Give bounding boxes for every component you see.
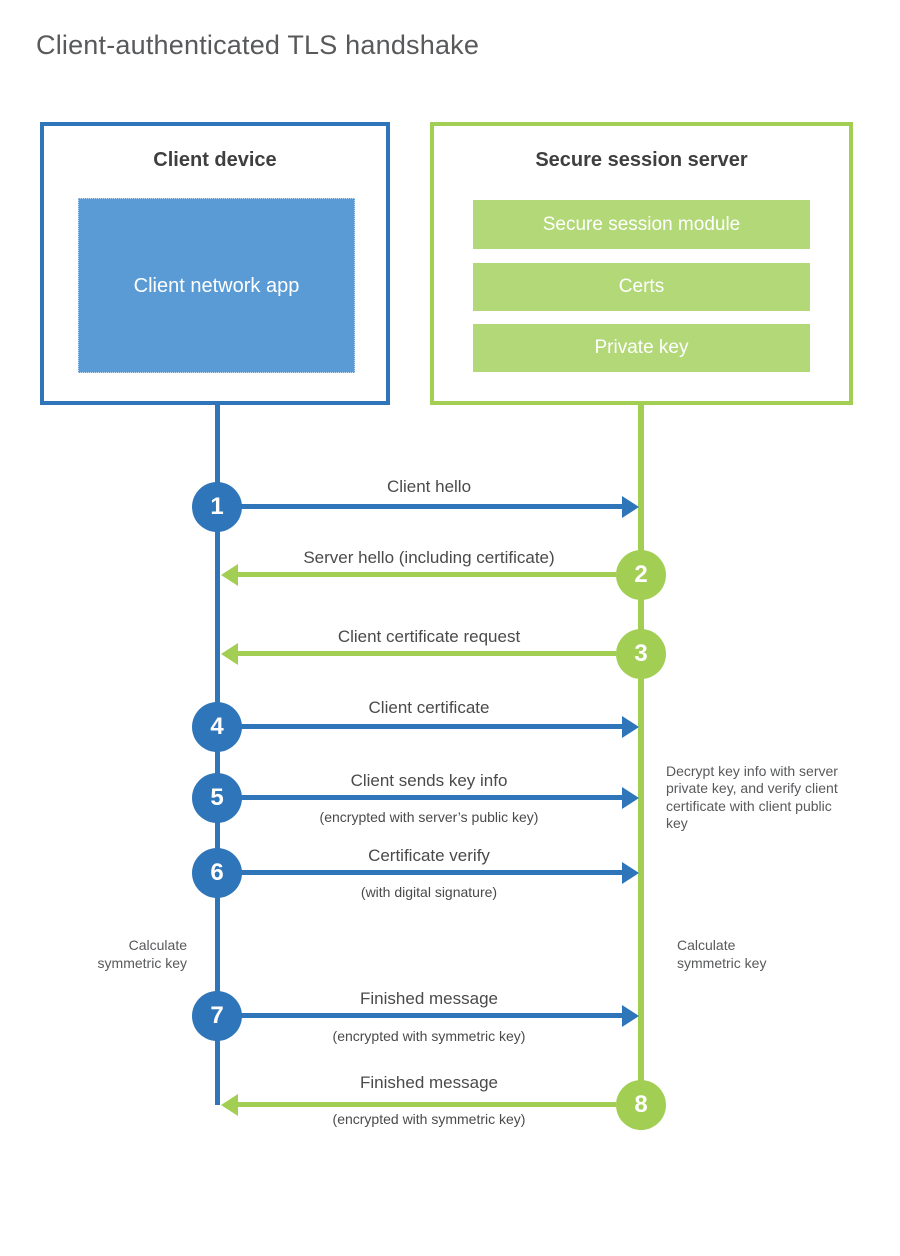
step-sublabel: (encrypted with symmetric key) <box>332 1028 526 1044</box>
arrow-left-icon <box>238 1102 616 1107</box>
step-label: Certificate verify <box>368 846 490 865</box>
secure-session-server-title: Secure session server <box>535 149 748 171</box>
arrow-right-icon <box>240 1013 622 1018</box>
step-label: Client certificate request <box>337 627 521 646</box>
step-number-badge: 8 <box>616 1080 666 1130</box>
step-number-badge: 7 <box>192 991 242 1041</box>
step-sublabel: (with digital signature) <box>360 884 498 900</box>
step-label: Client certificate <box>368 698 490 717</box>
server-module-certs: Certs <box>473 263 810 311</box>
client-network-app-label: Client network app <box>133 274 300 297</box>
step-number-badge: 3 <box>616 629 666 679</box>
step-label: Finished message <box>360 1073 498 1092</box>
client-device-title: Client device <box>153 149 277 171</box>
decrypt-note: Decrypt key info with server private key… <box>666 763 838 832</box>
step-number-badge: 6 <box>192 848 242 898</box>
server-lifeline <box>638 405 644 1130</box>
arrow-right-icon <box>240 724 622 729</box>
step-label: Server hello (including certificate) <box>303 548 555 567</box>
arrow-right-icon <box>240 870 622 875</box>
server-module-secure-session-module: Secure session module <box>473 200 810 249</box>
arrow-left-icon <box>238 651 616 656</box>
step-number-badge: 5 <box>192 773 242 823</box>
client-lifeline <box>215 405 220 1105</box>
step-label: Finished message <box>360 989 498 1008</box>
calculate-symmetric-key-note-server: Calculate symmetric key <box>677 937 767 971</box>
arrow-left-icon <box>238 572 616 577</box>
arrow-right-icon <box>240 504 622 509</box>
step-number-badge: 4 <box>192 702 242 752</box>
step-sublabel: (encrypted with server’s public key) <box>319 809 539 825</box>
step-number-badge: 2 <box>616 550 666 600</box>
step-sublabel: (encrypted with symmetric key) <box>332 1111 526 1127</box>
page-title: Client-authenticated TLS handshake <box>36 30 480 60</box>
step-label: Client sends key info <box>350 771 508 790</box>
calculate-symmetric-key-note-client: Calculate symmetric key <box>97 937 187 971</box>
step-number-badge: 1 <box>192 482 242 532</box>
server-module-private-key: Private key <box>473 324 810 372</box>
client-network-app-box: Client network app <box>78 198 355 373</box>
step-label: Client hello <box>386 477 472 496</box>
arrow-right-icon <box>240 795 622 800</box>
